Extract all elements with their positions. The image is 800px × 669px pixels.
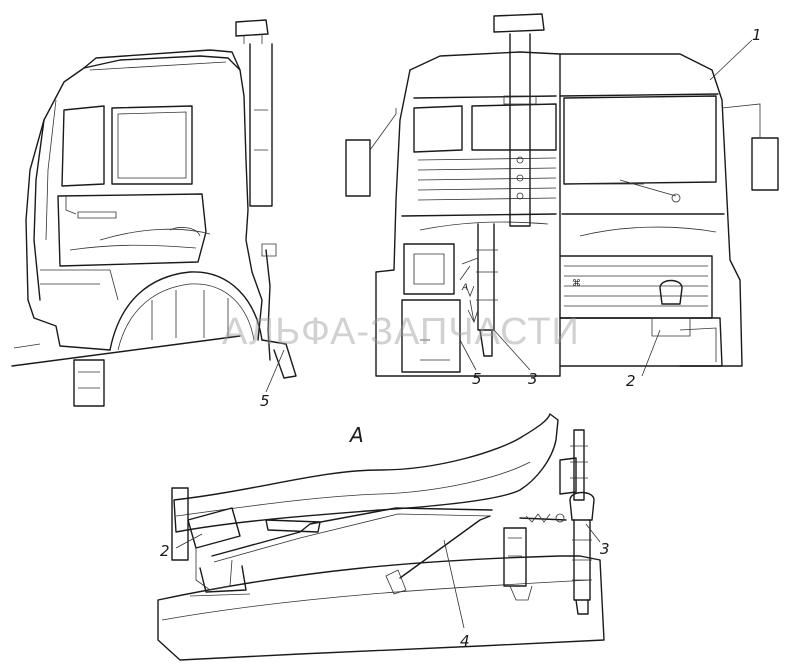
callout-3-front: 3 xyxy=(528,370,538,388)
callout-4-detail: 4 xyxy=(460,632,470,650)
leader-3-detail xyxy=(585,523,601,543)
callout-5-front: 5 xyxy=(472,370,482,388)
watermark: АЛЬФА-ЗАПЧАСТИ xyxy=(222,311,580,353)
callout-1: 1 xyxy=(752,26,762,44)
leader-2-detail xyxy=(175,533,203,549)
view-label-a: А xyxy=(348,423,364,447)
leader-3-front xyxy=(493,329,531,371)
leader-lines xyxy=(175,39,753,629)
leader-1 xyxy=(709,39,753,81)
callout-3-detail: 3 xyxy=(600,540,610,558)
arrow-label-a: А xyxy=(461,283,468,293)
callout-5-side: 5 xyxy=(260,392,270,410)
leader-5-front xyxy=(459,339,477,371)
leader-4-detail xyxy=(443,539,465,629)
callout-2-front: 2 xyxy=(626,372,636,390)
cab-front-rear-view: ⌘ xyxy=(345,13,779,377)
leader-5-side xyxy=(265,349,285,393)
callout-2-detail: 2 xyxy=(160,542,170,560)
leader-2-front xyxy=(641,329,661,377)
cab-side-view xyxy=(11,19,297,407)
grille-logo: ⌘ xyxy=(572,279,581,289)
detail-view-a xyxy=(157,413,605,661)
